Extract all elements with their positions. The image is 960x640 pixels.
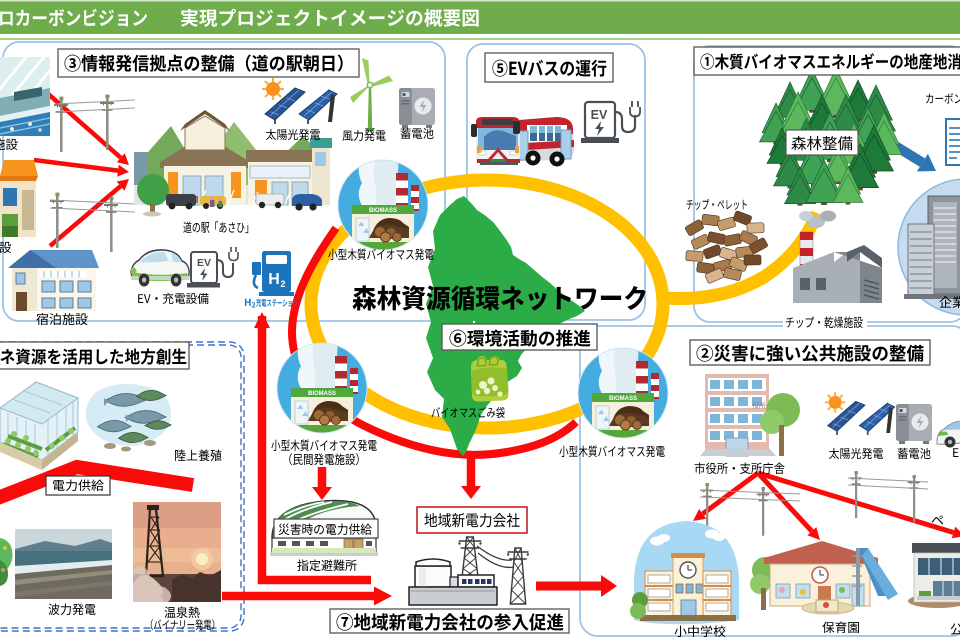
svg-text:EV: EV	[591, 108, 608, 122]
svg-text:H: H	[268, 271, 280, 288]
svg-text:EV: EV	[197, 257, 211, 269]
svg-text:2: 2	[280, 279, 285, 289]
